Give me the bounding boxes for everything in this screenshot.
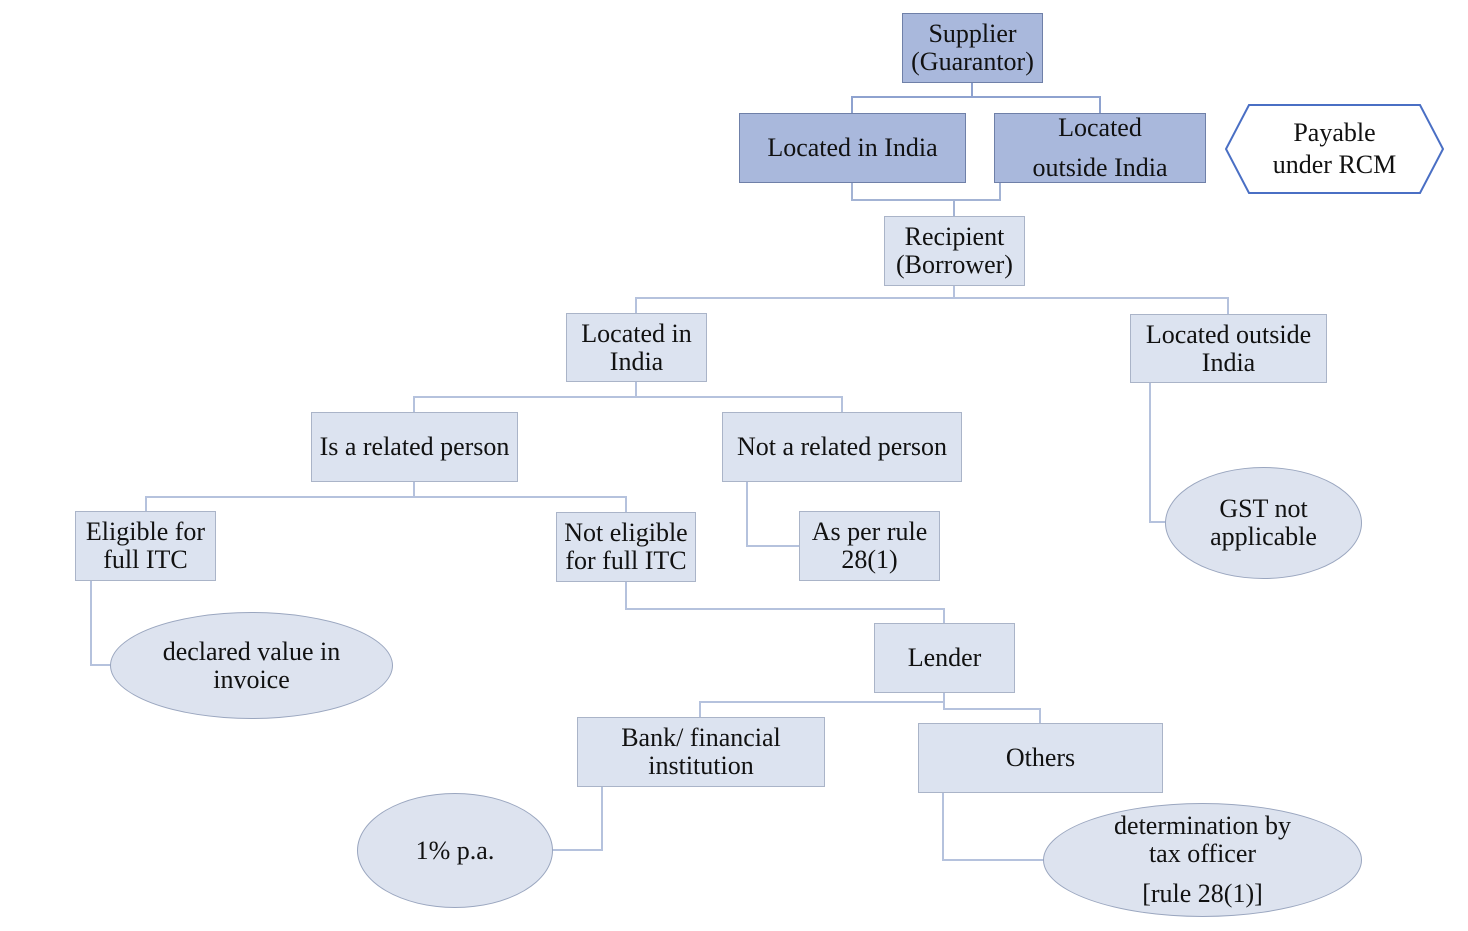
as-per-rule-box: As per rule 28(1): [799, 511, 940, 581]
related-person-box: Is a related person: [311, 412, 518, 482]
recipient-in-india-line2: India: [609, 346, 664, 376]
recipient-in-india-line1: Located in: [581, 318, 692, 348]
eligible-itc-box: Eligible for full ITC: [75, 511, 216, 581]
rcm-hexagon-shape: [1225, 104, 1444, 194]
lender-label: Lender: [907, 643, 982, 672]
connector-supplier-branches: [851, 83, 973, 113]
connector-tax-officer: [942, 793, 1044, 861]
declared-line2: invoice: [213, 664, 290, 694]
tax-officer-line2: tax officer: [1148, 839, 1257, 868]
supplier-guarantor-box: Supplier (Guarantor): [902, 13, 1043, 83]
connector-india-branches: [413, 382, 637, 412]
supplier-outside-line1: Located: [1058, 113, 1142, 142]
connector-outside-gst: [1149, 383, 1166, 523]
connector-rule: [746, 482, 799, 547]
others-label: Others: [1005, 743, 1076, 772]
eligible-line1: Eligible for: [85, 517, 206, 546]
connector-not-eligible: [414, 496, 627, 512]
supplier-in-india-label: Located in India: [767, 133, 938, 162]
recipient-outside-line2: India: [1201, 347, 1256, 377]
recipient-in-india-box: Located in India: [566, 313, 707, 382]
supplier-outside-line2: outside India: [1032, 153, 1168, 182]
connector-related-branches: [145, 482, 415, 511]
not-eligible-line1: Not eligible: [564, 518, 688, 547]
supplier-in-india-box: Located in India: [739, 113, 966, 183]
others-box: Others: [918, 723, 1163, 793]
recipient-borrower-box: Recipient (Borrower): [884, 216, 1025, 286]
recipient-outside-line1: Located outside: [1145, 319, 1312, 349]
not-related-person-label: Not a related person: [736, 432, 948, 461]
eligible-line2: full ITC: [103, 545, 188, 574]
connector-others: [943, 702, 1041, 723]
recipient-label: Recipient: [904, 222, 1005, 251]
connector-recipient-outside: [954, 297, 1229, 314]
bank-line1: Bank/ financial: [621, 723, 781, 752]
not-eligible-itc-box: Not eligible for full ITC: [556, 512, 696, 582]
tax-officer-line3: [rule 28(1)]: [1142, 879, 1263, 908]
supplier-outside-india-box: Located outside India: [994, 113, 1206, 183]
one-percent-label: 1% p.a.: [415, 835, 495, 865]
connector-lender: [625, 582, 945, 623]
lender-box: Lender: [874, 623, 1015, 693]
connector-outside-to-recipient: [954, 183, 1001, 201]
rcm-line2: under RCM: [1272, 150, 1397, 179]
one-percent-ellipse: 1% p.a.: [357, 793, 553, 908]
rule-line1: As per rule: [811, 517, 928, 546]
gst-line2: applicable: [1210, 522, 1317, 551]
tax-officer-ellipse: determination by tax officer [rule 28(1)…: [1043, 803, 1362, 917]
gst-not-applicable-ellipse: GST not applicable: [1165, 467, 1362, 579]
declared-value-ellipse: declared value in invoice: [110, 612, 393, 719]
bank-line2: institution: [648, 751, 754, 780]
borrower-label: (Borrower): [896, 250, 1013, 279]
bank-institution-box: Bank/ financial institution: [577, 717, 825, 787]
connector-recipient-branches: [635, 286, 955, 313]
gst-line1: GST not: [1219, 494, 1308, 523]
connector-india-to-recipient: [851, 183, 955, 216]
tax-officer-line1: determination by: [1114, 811, 1291, 840]
connector-not-related: [636, 396, 843, 412]
rule-line2: 28(1): [841, 545, 898, 574]
recipient-outside-india-box: Located outside India: [1130, 314, 1327, 383]
supplier-label: Supplier: [928, 19, 1017, 48]
connector-supplier-outside: [972, 96, 1101, 113]
connector-declared: [90, 581, 111, 666]
declared-line1: declared value in: [162, 636, 341, 666]
rcm-line1: Payable: [1293, 118, 1376, 147]
not-related-person-box: Not a related person: [722, 412, 962, 482]
rcm-note: Payable under RCM: [1225, 104, 1444, 194]
not-eligible-line2: for full ITC: [565, 546, 687, 575]
guarantor-label: (Guarantor): [911, 47, 1034, 76]
connector-lender-branches: [699, 693, 945, 717]
related-person-label: Is a related person: [319, 432, 510, 461]
connector-one-percent: [552, 787, 603, 851]
